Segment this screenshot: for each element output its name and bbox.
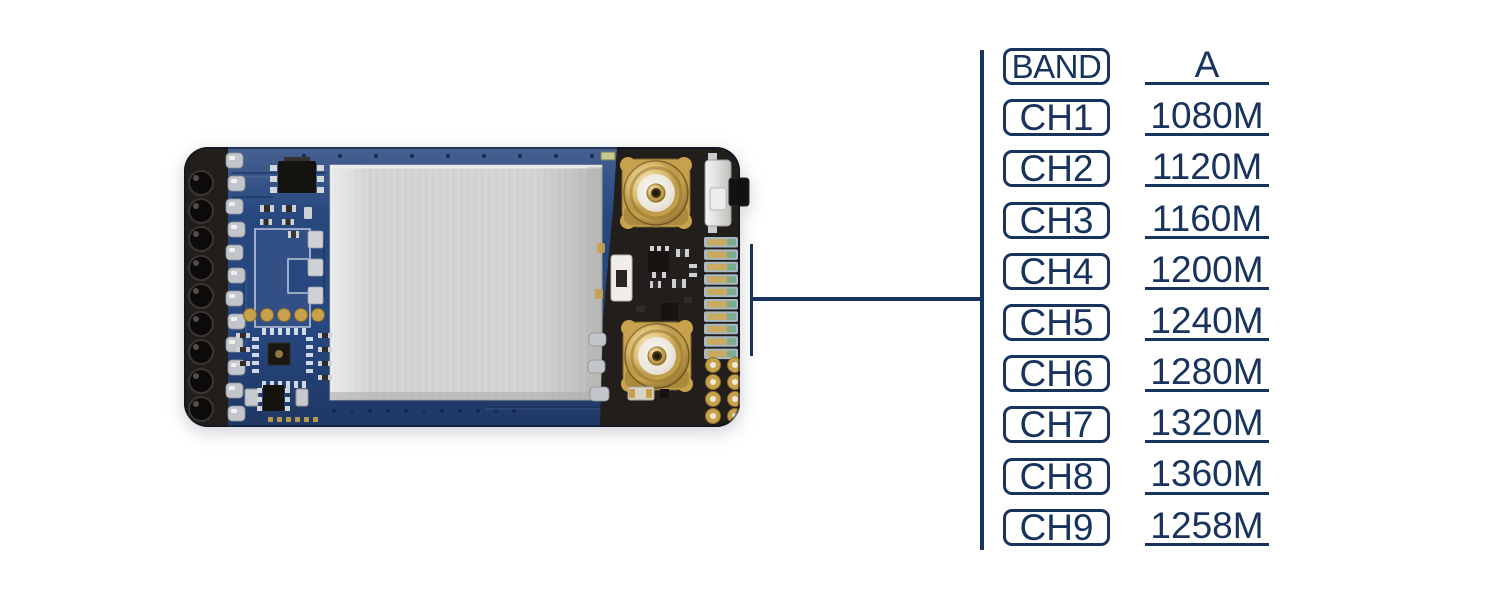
status-led — [600, 151, 616, 161]
channel-frequency: 1280M — [1145, 353, 1269, 393]
channel-label: CH9 — [1003, 508, 1110, 546]
channel-label: CH8 — [1003, 457, 1110, 495]
channel-row: CH4 1200M — [1003, 251, 1269, 290]
antenna-connector-top — [620, 157, 692, 229]
bottom-led — [627, 386, 669, 401]
sot-ic — [648, 246, 669, 278]
channel-led-array — [704, 237, 738, 360]
mid-board-switch — [610, 254, 633, 302]
channel-row: CH1 1080M — [1003, 97, 1269, 137]
band-value-header: A — [1145, 46, 1269, 85]
edge-gold-pads — [595, 243, 605, 299]
pin-header-holes — [188, 170, 214, 422]
channel-row: CH5 1240M — [1003, 302, 1269, 341]
qfn-ic-area — [236, 328, 332, 388]
power-slide-switch — [704, 153, 732, 233]
silkscreen-region — [254, 228, 324, 328]
bottom-ic — [244, 385, 318, 422]
channel-row: CH3 1160M — [1003, 200, 1269, 239]
channel-frequency: 1120M — [1145, 148, 1269, 188]
solder-joints — [225, 152, 246, 422]
channel-label: CH1 — [1003, 99, 1110, 137]
passive-components — [260, 205, 312, 238]
pcb-board-photo — [184, 147, 750, 427]
rf-shield-can — [329, 164, 603, 401]
edge-solder-blobs — [587, 332, 610, 402]
channel-frequency: 1240M — [1145, 302, 1269, 341]
channel-row: CH9 1258M — [1003, 507, 1269, 546]
channel-frequency: 1320M — [1145, 404, 1269, 444]
channel-label: CH2 — [1003, 150, 1110, 188]
board-outline — [184, 147, 740, 427]
table-header-row: BAND A — [1003, 46, 1269, 85]
top-left-ic — [270, 157, 324, 193]
channel-row: CH8 1360M — [1003, 455, 1269, 495]
table-left-rule — [980, 50, 984, 550]
channel-label: CH6 — [1003, 355, 1110, 393]
band-header-label: BAND — [1003, 48, 1110, 85]
gold-test-pads — [243, 308, 325, 322]
channel-row: CH2 1120M — [1003, 148, 1269, 188]
channel-label: CH7 — [1003, 406, 1110, 444]
channel-label: CH5 — [1003, 303, 1110, 341]
channel-row: CH6 1280M — [1003, 353, 1269, 393]
channel-row: CH7 1320M — [1003, 404, 1269, 444]
channel-frequency: 1200M — [1145, 251, 1269, 290]
channel-frequency: 1360M — [1145, 455, 1269, 495]
channel-frequency: 1258M — [1145, 507, 1269, 546]
antenna-connector-bottom — [621, 320, 693, 392]
channel-frequency: 1080M — [1145, 97, 1269, 137]
callout-connector-line — [751, 297, 980, 301]
channel-label: CH4 — [1003, 252, 1110, 290]
channel-label: CH3 — [1003, 201, 1110, 239]
rf-section-passives — [636, 249, 697, 320]
channel-frequency: 1160M — [1145, 200, 1269, 239]
channel-frequency-table: BAND A CH1 1080M CH2 1120M CH3 1160M CH4… — [1003, 46, 1269, 546]
